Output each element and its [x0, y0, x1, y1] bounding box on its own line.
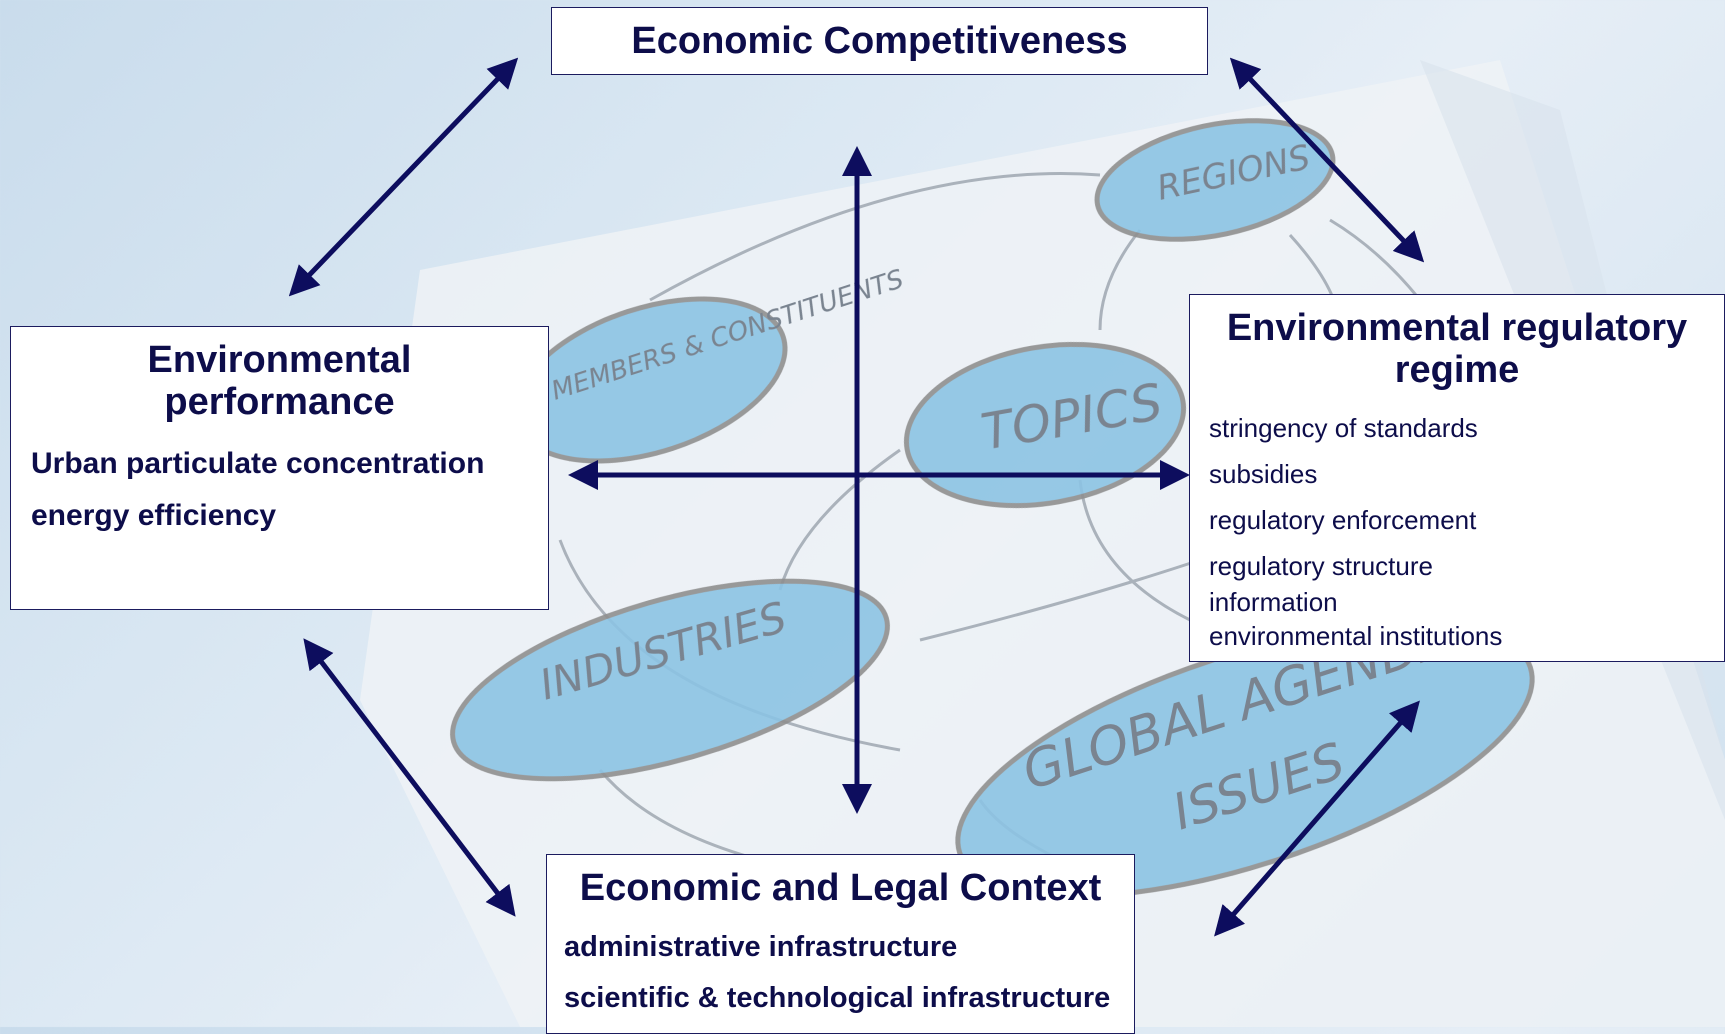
regulatory-item: subsidies [1209, 459, 1318, 489]
regulatory-item: environmental institutions [1209, 621, 1503, 651]
environmental-performance-box: Environmental performance Urban particul… [10, 326, 549, 610]
economic-legal-context-box: Economic and Legal Context administrativ… [546, 854, 1135, 1034]
context-item: scientific & technological infrastructur… [564, 982, 1111, 1014]
economic-competitiveness-box: Economic Competitiveness [551, 7, 1208, 75]
economic-competitiveness-title: Economic Competitiveness [631, 20, 1128, 62]
regulatory-item: information [1209, 587, 1338, 617]
arrow-regulatory-context [1214, 700, 1420, 937]
arrow-competitiveness-regulatory [1229, 57, 1425, 263]
title-line-1: Environmental regulatory [1226, 307, 1688, 349]
environmental-regulatory-regime-box: Environmental regulatory regime stringen… [1189, 294, 1725, 662]
title-line-1: Environmental [147, 339, 412, 381]
regulatory-item: regulatory enforcement [1209, 505, 1477, 535]
performance-item: energy efficiency [31, 499, 277, 532]
context-item: administrative infrastructure [564, 931, 958, 963]
title-line-2: regime [1394, 349, 1520, 391]
title-line-2: performance [164, 381, 395, 423]
regulatory-item: stringency of standards [1209, 413, 1478, 443]
environmental-regulatory-regime-title: Environmental regulatory regime [1190, 307, 1724, 391]
environmental-performance-title: Environmental performance [11, 339, 548, 423]
arrow-competitiveness-performance [288, 57, 519, 297]
regulatory-item: regulatory structure [1209, 551, 1433, 581]
arrow-performance-context [303, 638, 516, 917]
performance-item: Urban particulate concentration [31, 447, 485, 480]
economic-legal-context-title: Economic and Legal Context [579, 867, 1102, 909]
